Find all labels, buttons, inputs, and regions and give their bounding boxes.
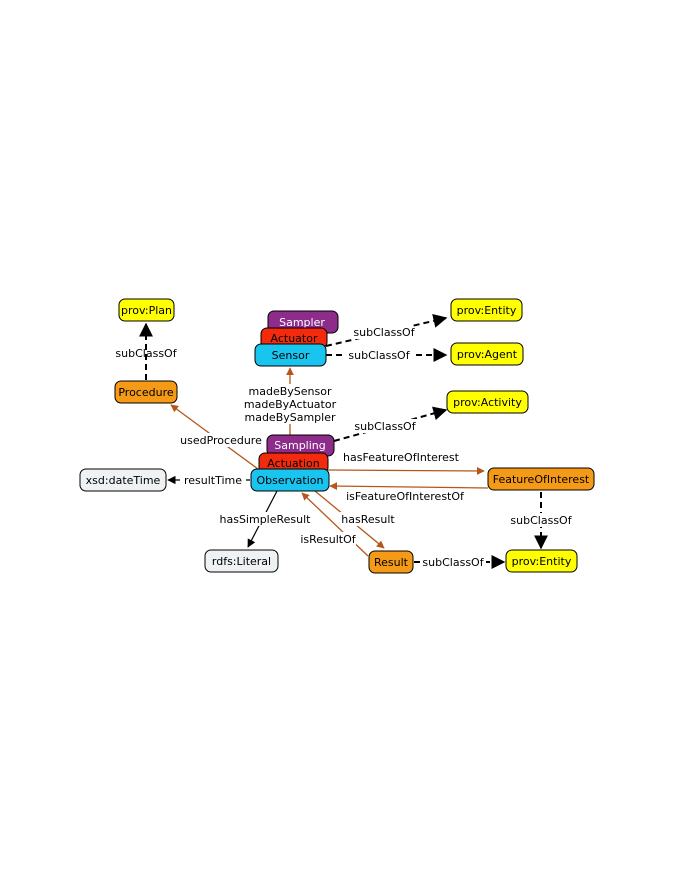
edge-label-sensor-entity-subclassof: subClassOf: [353, 326, 415, 339]
edge-label-made-by-sensor: madeBySensor: [249, 385, 332, 398]
node-procedure[interactable]: Procedure: [114, 380, 178, 404]
node-observation-label: Observation: [257, 474, 324, 487]
node-sensor-label: Sensor: [272, 349, 310, 362]
node-prov-activity-label: prov:Activity: [453, 396, 522, 409]
edge-label-is-feature-of-interest-of: isFeatureOfInterestOf: [346, 490, 465, 503]
edge-label-sampling-activity-subclassof: subClassOf: [354, 420, 416, 433]
edge-is-result-of: [301, 492, 369, 557]
node-prov-entity-bottom[interactable]: prov:Entity: [505, 549, 578, 573]
edge-label-sensor-agent-subclassof: subClassOf: [348, 349, 410, 362]
edge-label-made-by-sampler: madeBySampler: [244, 411, 336, 424]
node-actuator-label: Actuator: [271, 332, 318, 345]
node-observation[interactable]: Observation: [250, 468, 330, 492]
edge-label-foi-subclassof: subClassOf: [510, 514, 572, 527]
edge-label-has-result: hasResult: [341, 513, 395, 526]
edge-label-procedure-subclassof: subClassOf: [115, 347, 177, 360]
edge-label-has-simple-result: hasSimpleResult: [220, 513, 312, 526]
edge-label-result-time: resultTime: [184, 474, 242, 487]
node-sampling-label: Sampling: [274, 439, 326, 452]
node-actuation[interactable]: Actuation: [258, 452, 329, 474]
node-prov-plan[interactable]: prov:Plan: [118, 298, 175, 322]
edge-label-has-feature-of-interest: hasFeatureOfInterest: [343, 451, 460, 464]
edge-is-feature-of-interest-of: [329, 482, 489, 490]
node-sensor[interactable]: Sensor: [254, 343, 327, 367]
node-prov-entity-bottom-label: prov:Entity: [512, 555, 572, 568]
node-result[interactable]: Result: [368, 550, 414, 574]
node-feature-of-interest-label: FeatureOfInterest: [493, 473, 590, 486]
node-prov-entity-top-label: prov:Entity: [457, 304, 517, 317]
node-sampler-label: Sampler: [279, 316, 325, 329]
node-rdfs-literal-label: rdfs:Literal: [212, 555, 271, 568]
node-prov-agent-label: prov:Agent: [457, 348, 518, 361]
node-prov-activity[interactable]: prov:Activity: [446, 390, 529, 414]
node-prov-agent[interactable]: prov:Agent: [450, 342, 524, 366]
node-xsd-datetime-label: xsd:dateTime: [86, 474, 161, 487]
edge-has-feature-of-interest: [327, 467, 485, 475]
node-prov-plan-label: prov:Plan: [121, 304, 172, 317]
edge-label-is-result-of: isResultOf: [300, 533, 356, 546]
edge-label-made-by-actuator: madeByActuator: [244, 398, 337, 411]
node-feature-of-interest[interactable]: FeatureOfInterest: [487, 467, 595, 491]
edge-label-used-procedure: usedProcedure: [180, 434, 262, 447]
node-rdfs-literal[interactable]: rdfs:Literal: [204, 549, 279, 573]
node-procedure-label: Procedure: [118, 386, 174, 399]
node-actuation-label: Actuation: [267, 457, 320, 470]
edge-label-result-subclassof: subClassOf: [422, 556, 484, 569]
node-prov-entity-top[interactable]: prov:Entity: [450, 298, 523, 322]
node-result-label: Result: [374, 556, 409, 569]
node-actuator[interactable]: Actuator: [260, 327, 328, 349]
node-xsd-datetime[interactable]: xsd:dateTime: [79, 468, 167, 492]
node-sampling[interactable]: Sampling: [266, 434, 335, 457]
